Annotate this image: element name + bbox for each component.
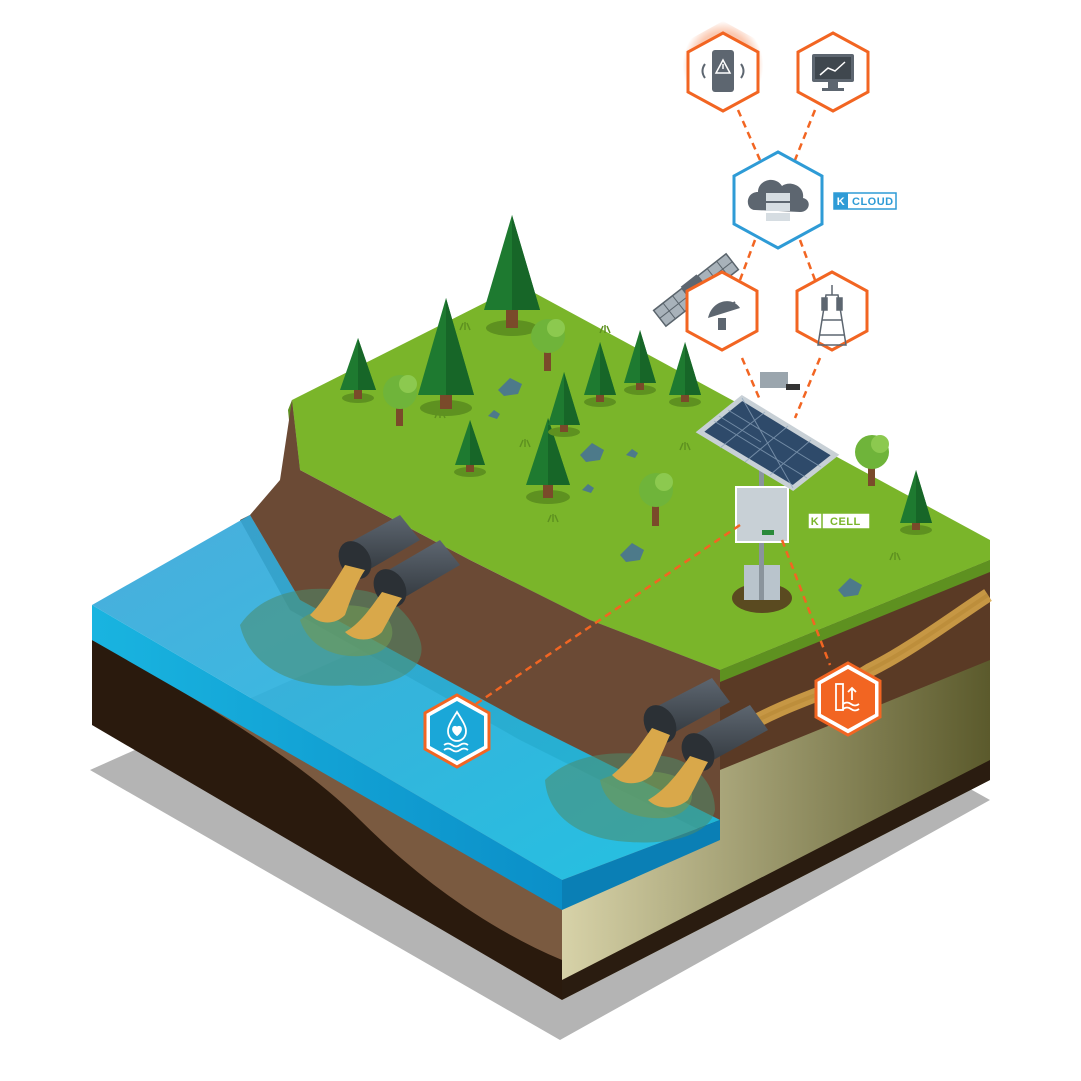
- alert-phone-node[interactable]: [683, 21, 764, 111]
- cell-brand-name: CELL: [830, 516, 861, 528]
- cloud-brand-label: K CLOUD: [834, 193, 896, 209]
- cell-brand-prefix: K: [811, 516, 819, 528]
- cloud-node[interactable]: [734, 152, 822, 248]
- cloud-brand-name: CLOUD: [852, 196, 894, 208]
- monitor-node[interactable]: [798, 33, 868, 111]
- cell-tower-node[interactable]: [797, 272, 867, 350]
- cloud-brand-prefix: K: [837, 196, 845, 208]
- cell-brand-label: K CELL: [808, 513, 870, 529]
- satellite-dish-node[interactable]: [687, 272, 757, 350]
